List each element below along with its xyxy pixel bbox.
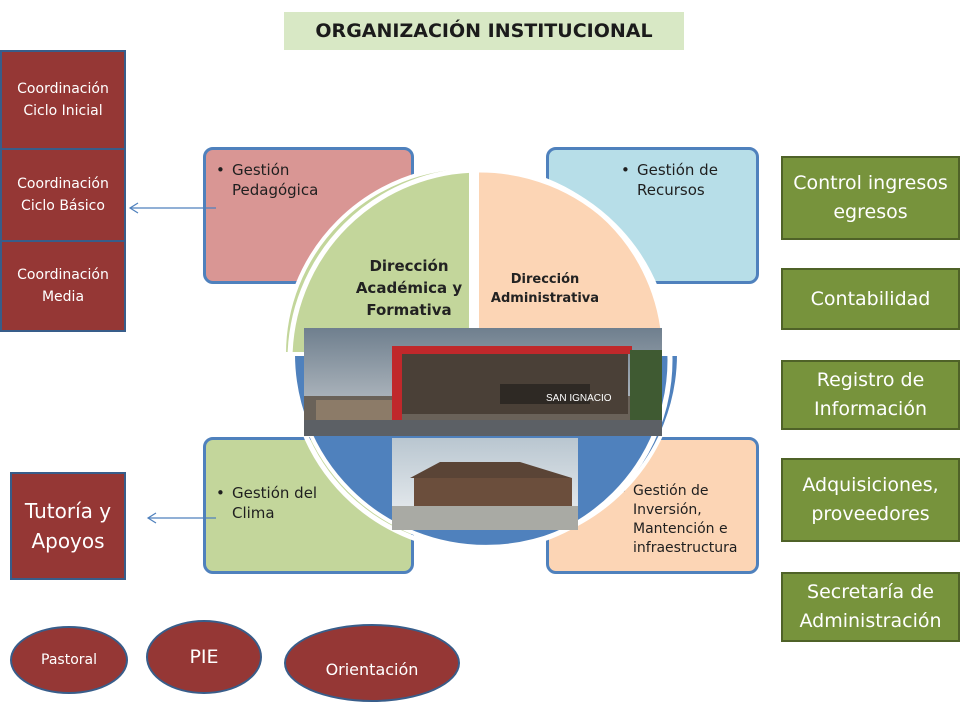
center-label-administrative: Dirección Administrativa — [490, 272, 600, 306]
quadrant-label: Gestión de Inversión, Mantención e infra… — [633, 483, 738, 556]
coordination-media: Coordinación Media — [0, 240, 126, 332]
right-box-adquisiciones: Adquisiciones, proveedores — [781, 458, 960, 542]
tutoria-box: Tutoría y Apoyos — [10, 472, 126, 580]
oval-pie: PIE — [146, 620, 262, 694]
oval-orientacion: Orientación — [284, 624, 460, 702]
quadrant-label: Gestión del Clima — [232, 484, 318, 522]
building-sign: SAN IGNACIO — [546, 393, 612, 404]
center-label-academic: Dirección Académica y Formativa — [355, 257, 463, 319]
right-box-control: Control ingresos egresos — [781, 156, 960, 240]
quadrant-label: Gestión de Recursos — [637, 161, 718, 199]
coordination-ciclo-basico: Coordinación Ciclo Básico — [0, 148, 126, 242]
right-box-registro: Registro de Información — [781, 360, 960, 430]
right-box-contabilidad: Contabilidad — [781, 268, 960, 330]
page-title: ORGANIZACIÓN INSTITUCIONAL — [284, 12, 684, 50]
oval-pastoral: Pastoral — [10, 626, 128, 694]
coordination-ciclo-inicial: Coordinación Ciclo Inicial — [0, 50, 126, 150]
circle-academic-quarter — [281, 164, 473, 356]
building-photo — [304, 328, 662, 436]
right-box-secretaria: Secretaría de Administración — [781, 572, 960, 642]
building-photo-2 — [392, 438, 578, 530]
quadrant-label: Gestión Pedagógica — [232, 161, 319, 199]
